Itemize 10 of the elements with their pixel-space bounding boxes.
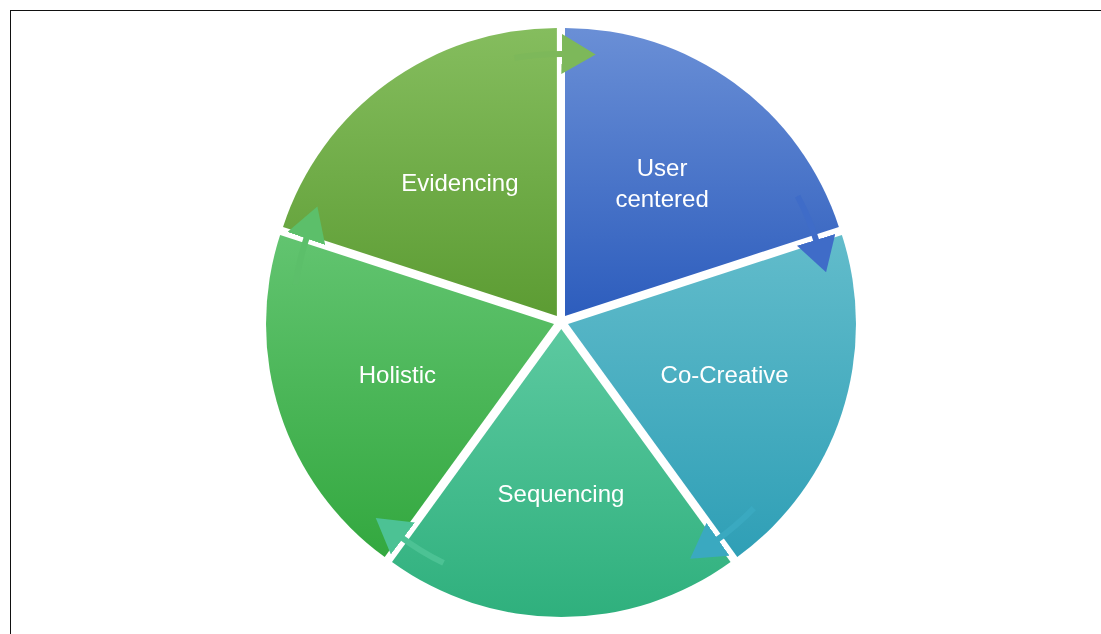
cycle-arrow xyxy=(375,518,445,566)
segment-label: Sequencing xyxy=(496,479,626,510)
pie-segment xyxy=(282,28,557,317)
pie-segment xyxy=(565,28,839,317)
segment-label: Evidencing xyxy=(400,168,520,199)
cycle-arrow xyxy=(794,194,835,273)
segment-label: Holistic xyxy=(357,360,438,391)
segment-label: User centered xyxy=(614,152,710,214)
segment-label: Co-Creative xyxy=(659,360,790,391)
cycle-arrow xyxy=(690,506,756,560)
